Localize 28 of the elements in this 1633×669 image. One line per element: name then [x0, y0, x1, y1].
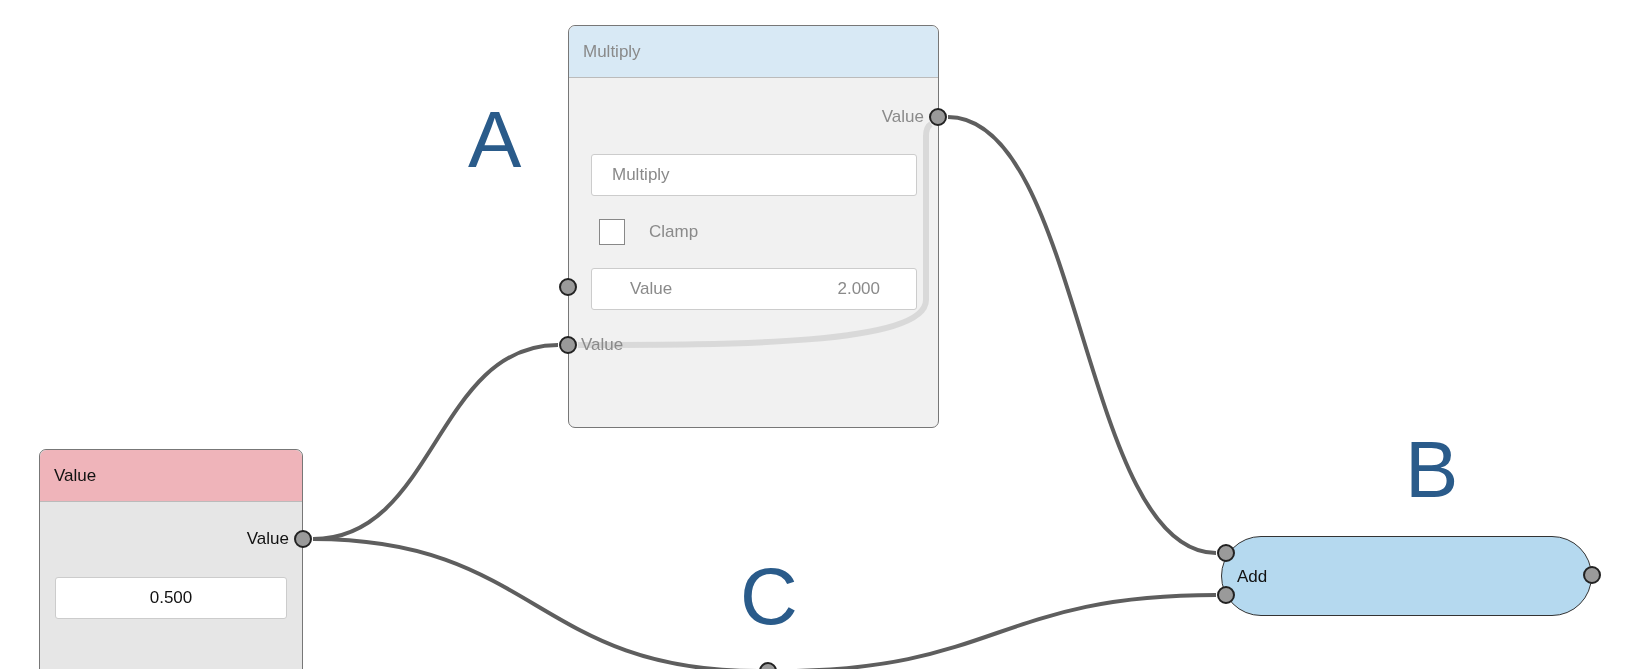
socket-dot: [1217, 544, 1235, 562]
node-title: Add: [1237, 567, 1268, 587]
socket-label: Value: [246, 529, 289, 549]
socket-label: Value: [581, 335, 624, 355]
checkbox: [599, 219, 625, 245]
node-header: Value: [40, 450, 302, 502]
node-panel: [39, 449, 303, 669]
input-field: 0.500: [55, 577, 287, 619]
socket-dot: [1217, 586, 1235, 604]
node-pill: [1221, 536, 1592, 616]
input-field: Multiply: [591, 154, 917, 196]
socket-dot: [294, 530, 312, 548]
socket-dot: [559, 336, 577, 354]
node-panel: [568, 25, 939, 428]
callout-letter: A: [468, 100, 522, 180]
field-text: Value: [630, 278, 673, 300]
socket-label: Value: [881, 107, 924, 127]
input-field: [591, 268, 917, 310]
wire: [947, 115, 1217, 555]
node-header: Multiply: [569, 26, 938, 78]
checkbox-label: Clamp: [649, 222, 699, 242]
callout-letter: C: [740, 557, 798, 637]
socket-dot: [1583, 566, 1601, 584]
socket-dot: [559, 278, 577, 296]
callout-letter: B: [1405, 430, 1459, 510]
field-text: 2.000: [837, 278, 880, 300]
socket-dot: [929, 108, 947, 126]
wire: [578, 122, 934, 348]
